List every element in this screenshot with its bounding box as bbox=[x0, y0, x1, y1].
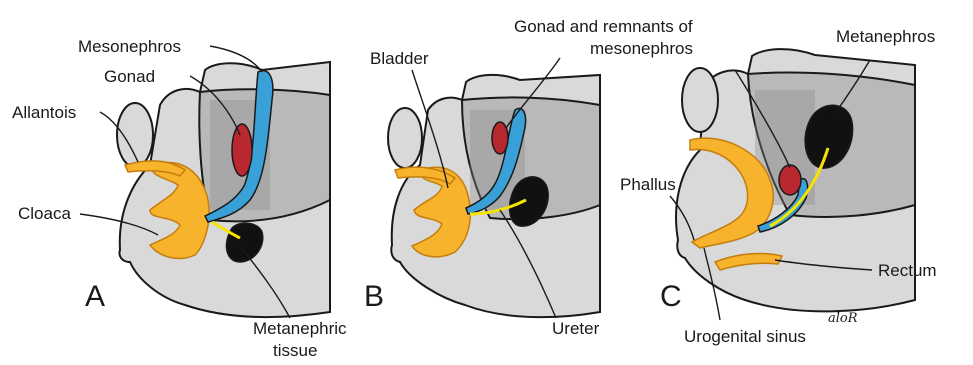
panel-c: Metanephros Phallus Rectum Urogenital si… bbox=[620, 27, 937, 346]
panel-letter-c: C bbox=[660, 280, 682, 313]
label-mesonephros: Mesonephros bbox=[78, 37, 181, 56]
panel-c-gut-opening bbox=[682, 68, 718, 132]
label-metanephric-line1: Metanephric bbox=[253, 319, 347, 338]
label-metanephric-line2: tissue bbox=[273, 341, 317, 360]
panel-b-gut-opening bbox=[388, 108, 422, 168]
label-metanephros: Metanephros bbox=[836, 27, 935, 46]
panel-a-gut-opening bbox=[117, 103, 153, 167]
label-rectum: Rectum bbox=[878, 261, 937, 280]
label-bladder: Bladder bbox=[370, 49, 429, 68]
label-cloaca: Cloaca bbox=[18, 204, 71, 223]
panel-b-gonad-shape bbox=[492, 122, 508, 154]
artist-signature: aloR bbox=[828, 311, 858, 326]
label-phallus: Phallus bbox=[620, 175, 676, 194]
panel-a: Mesonephros Gonad Allantois Cloaca Metan… bbox=[12, 37, 347, 360]
panel-letter-b: B bbox=[364, 280, 384, 313]
panel-letter-a: A bbox=[85, 280, 105, 313]
label-gonad-remnants-line1: Gonad and remnants of bbox=[514, 17, 693, 36]
label-gonad-a: Gonad bbox=[104, 67, 155, 86]
panel-c-gonad-shape bbox=[779, 165, 801, 195]
label-allantois: Allantois bbox=[12, 103, 76, 122]
label-ureter: Ureter bbox=[552, 319, 600, 338]
label-urogenital-sinus: Urogenital sinus bbox=[684, 327, 806, 346]
panel-a-gonad-shape bbox=[232, 124, 252, 176]
label-gonad-remnants-line2: mesonephros bbox=[590, 39, 693, 58]
